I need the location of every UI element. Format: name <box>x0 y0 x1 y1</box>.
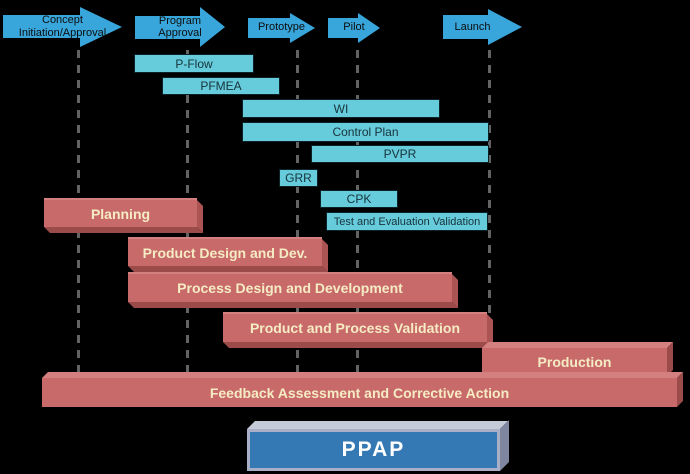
arrow-head-icon <box>80 6 122 47</box>
tool-bar-control-plan: Control Plan <box>242 122 489 142</box>
milestone-label-line1: Launch <box>454 20 491 33</box>
milestone-label-line1: Prototype <box>257 21 306 34</box>
milestone-arrow-pilot: Pilot <box>328 12 380 43</box>
arrow-body <box>135 15 200 39</box>
tool-bar-pvpr: PVPR <box>311 145 489 163</box>
milestone-label-line2: Initiation/Approval <box>18 26 107 39</box>
tool-label: Test and Evaluation Validation <box>333 215 481 228</box>
arrow-head-icon <box>200 7 225 47</box>
tool-bar-test-evaluation-validation: Test and Evaluation Validation <box>326 212 488 231</box>
tool-label: PFMEA <box>200 79 242 93</box>
milestone-label-line1: Program <box>158 14 202 27</box>
arrow-head-icon <box>290 12 315 43</box>
milestone-label: Launch <box>443 9 502 45</box>
arrow-body <box>328 17 358 38</box>
phase-label: Planning <box>90 205 151 222</box>
milestone-label-line2: Approval <box>158 27 202 39</box>
phase-bar-product-process-validation: Product and Process Validation <box>223 312 487 342</box>
tool-bar-cpk: CPK <box>320 190 398 208</box>
phase-label: Product Design and Dev. <box>142 244 308 261</box>
milestone-arrow-program: Program Approval <box>135 7 225 47</box>
tool-bar-grr: GRR <box>279 169 318 187</box>
ppap-face: PPAP <box>247 429 500 471</box>
phase-label: Feedback Assessment and Corrective Actio… <box>209 384 510 401</box>
tool-label: GRR <box>285 171 312 185</box>
arrow-body <box>3 15 80 38</box>
arrow-body <box>443 15 488 39</box>
tool-label: PVPR <box>383 147 417 161</box>
tool-label: P-Flow <box>175 56 213 71</box>
tool-label: CPK <box>346 192 372 206</box>
tool-bar-p-flow: P-Flow <box>134 54 254 73</box>
dash-line-prototype <box>296 50 299 375</box>
arrow-body <box>248 17 290 38</box>
phase-label: Process Design and Development <box>177 280 403 296</box>
tool-label: WI <box>333 101 349 116</box>
tool-label: Control Plan <box>332 125 399 139</box>
phase-label: Product and Process Validation <box>249 320 461 336</box>
arrow-head-icon <box>488 9 522 45</box>
milestone-label: Prototype <box>248 12 315 43</box>
milestone-label-line1: Pilot <box>343 21 365 34</box>
milestone-label: Concept Initiation/Approval <box>3 6 122 47</box>
milestone-arrow-concept: Concept Initiation/Approval <box>3 6 122 47</box>
phase-bar-feedback-assessment: Feedback Assessment and Corrective Actio… <box>42 378 677 407</box>
milestone-label: Program Approval <box>135 7 225 47</box>
phase-label: Production <box>537 354 612 370</box>
arrow-head-icon <box>358 12 380 43</box>
tool-bar-pfmea: PFMEA <box>162 77 280 95</box>
phase-bar-product-design: Product Design and Dev. <box>128 237 322 266</box>
milestone-label: Pilot <box>328 12 380 43</box>
milestone-label-line1: Concept <box>42 14 83 27</box>
dash-line-launch <box>488 50 491 347</box>
milestone-arrow-launch: Launch <box>443 9 522 45</box>
ppap-box: PPAP <box>247 429 500 471</box>
ppap-label: PPAP <box>341 438 406 461</box>
phase-bar-process-design: Process Design and Development <box>128 272 452 302</box>
milestone-arrow-prototype: Prototype <box>248 12 315 43</box>
tool-bar-wi: WI <box>242 99 440 118</box>
phase-bar-planning: Planning <box>44 198 197 227</box>
